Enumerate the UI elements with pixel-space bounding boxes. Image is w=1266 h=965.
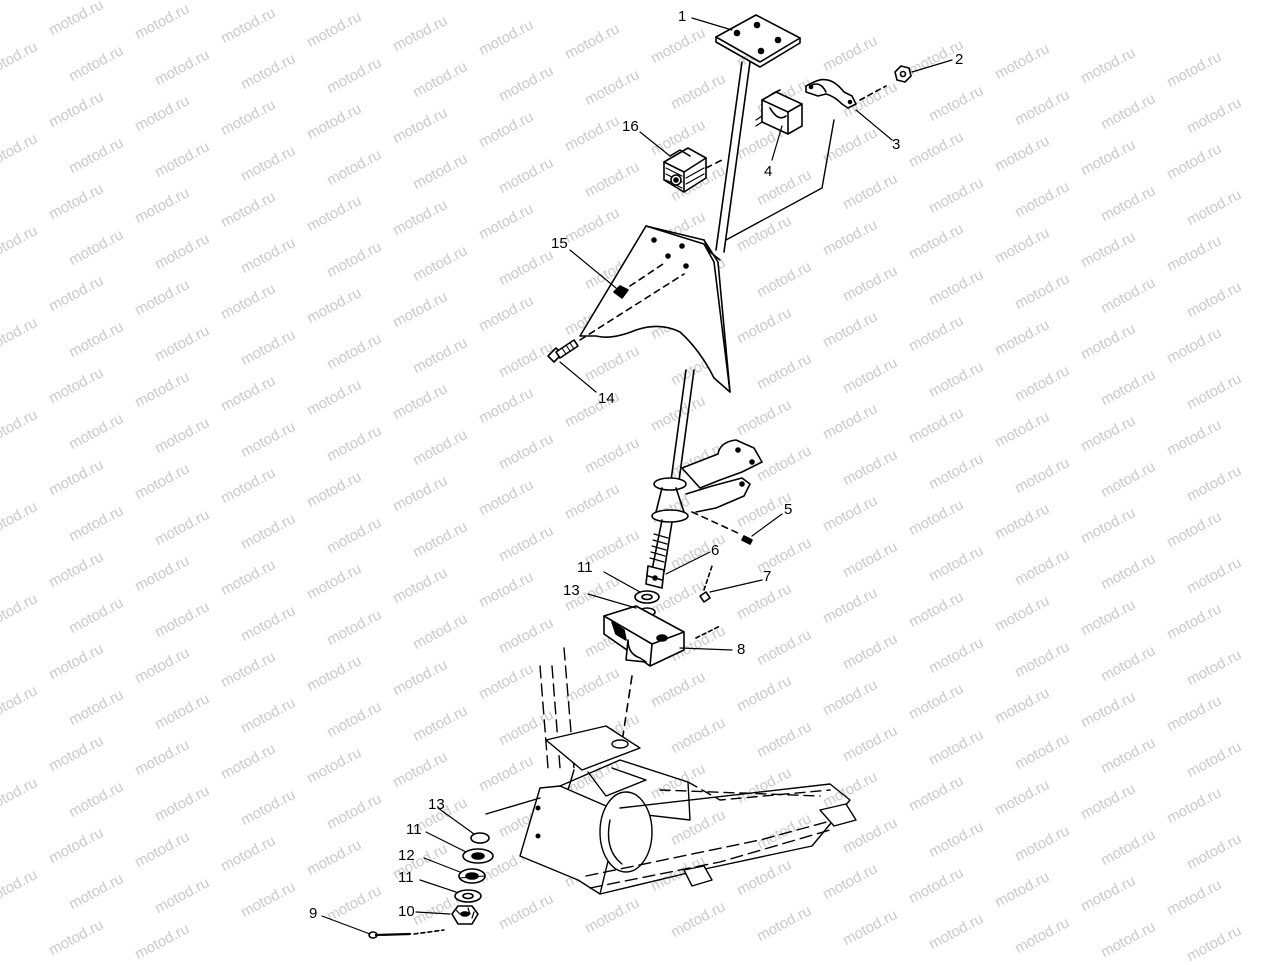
part-7-screw <box>699 565 713 603</box>
callout-11-upper: 11 <box>577 559 593 576</box>
part-8-pivot-block <box>603 605 721 743</box>
callout-9: 9 <box>309 905 318 922</box>
callout-13-upper: 13 <box>563 582 580 599</box>
part-14-bolt <box>547 273 685 363</box>
part-11-washer-lower-b <box>454 889 482 903</box>
callout-13-lower: 13 <box>428 796 445 813</box>
part-2-nut <box>894 65 912 83</box>
callout-11-lower-b: 11 <box>398 869 414 886</box>
callout-2: 2 <box>955 51 964 68</box>
part-15-rivet <box>613 261 667 299</box>
callout-6: 6 <box>711 542 720 559</box>
column-support-bracket <box>579 225 731 393</box>
lower-column-bracket <box>651 439 763 535</box>
spline-shaft <box>649 519 673 573</box>
callout-4: 4 <box>764 163 773 180</box>
steering-column-upper <box>715 61 751 253</box>
part-4-saddle-block <box>755 89 803 135</box>
part-9-cotter-pin <box>368 929 445 939</box>
callout-12: 12 <box>398 847 415 864</box>
callout-10: 10 <box>398 903 415 920</box>
callout-1: 1 <box>678 8 687 25</box>
callout-14: 14 <box>598 390 615 407</box>
callout-15: 15 <box>551 235 568 252</box>
leader-lines <box>321 17 953 935</box>
part-10-castle-nut <box>451 905 479 925</box>
callout-11-lower-a: 11 <box>406 821 422 838</box>
callout-3: 3 <box>892 136 901 153</box>
callout-5: 5 <box>784 501 793 518</box>
part-5-pin <box>741 535 753 545</box>
part-16-rubber-block <box>663 147 723 193</box>
part-11-washer-lower-a <box>462 848 494 864</box>
part-12-spring-washer <box>458 868 486 884</box>
frame-assembly <box>485 647 857 895</box>
part-1-mount-plate <box>715 14 801 68</box>
part-11-washer-upper <box>634 590 660 604</box>
part-3-clamp <box>725 78 887 241</box>
steering-column-lower <box>669 369 695 489</box>
part-6-coupler <box>645 565 665 589</box>
callout-16: 16 <box>622 118 639 135</box>
callout-8: 8 <box>737 641 746 658</box>
part-13-oring-lower <box>470 832 490 844</box>
callout-7: 7 <box>763 568 772 585</box>
